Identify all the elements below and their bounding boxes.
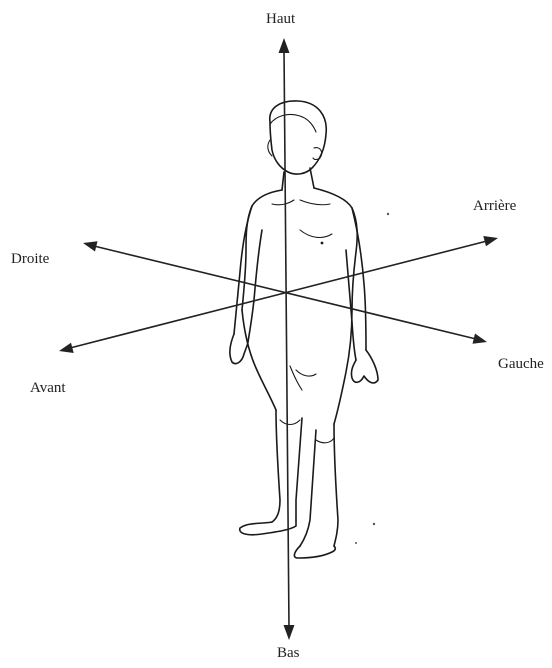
- arrow-front-icon: [59, 343, 74, 353]
- label-bas: Bas: [277, 645, 300, 661]
- label-avant: Avant: [30, 380, 66, 396]
- axes: [59, 38, 498, 640]
- arrow-down-icon: [284, 625, 295, 640]
- vertical-axis: [284, 50, 289, 628]
- arrow-up-icon: [279, 38, 290, 53]
- front-back-axis: [70, 241, 487, 348]
- label-arriere: Arrière: [473, 198, 517, 214]
- arrow-left-side-icon: [473, 334, 488, 344]
- arrow-right-side-icon: [83, 241, 98, 251]
- human-figure: [230, 101, 389, 558]
- arrow-back-icon: [483, 236, 498, 246]
- label-droite: Droite: [11, 251, 50, 267]
- label-gauche: Gauche: [498, 356, 544, 372]
- label-haut: Haut: [266, 11, 296, 27]
